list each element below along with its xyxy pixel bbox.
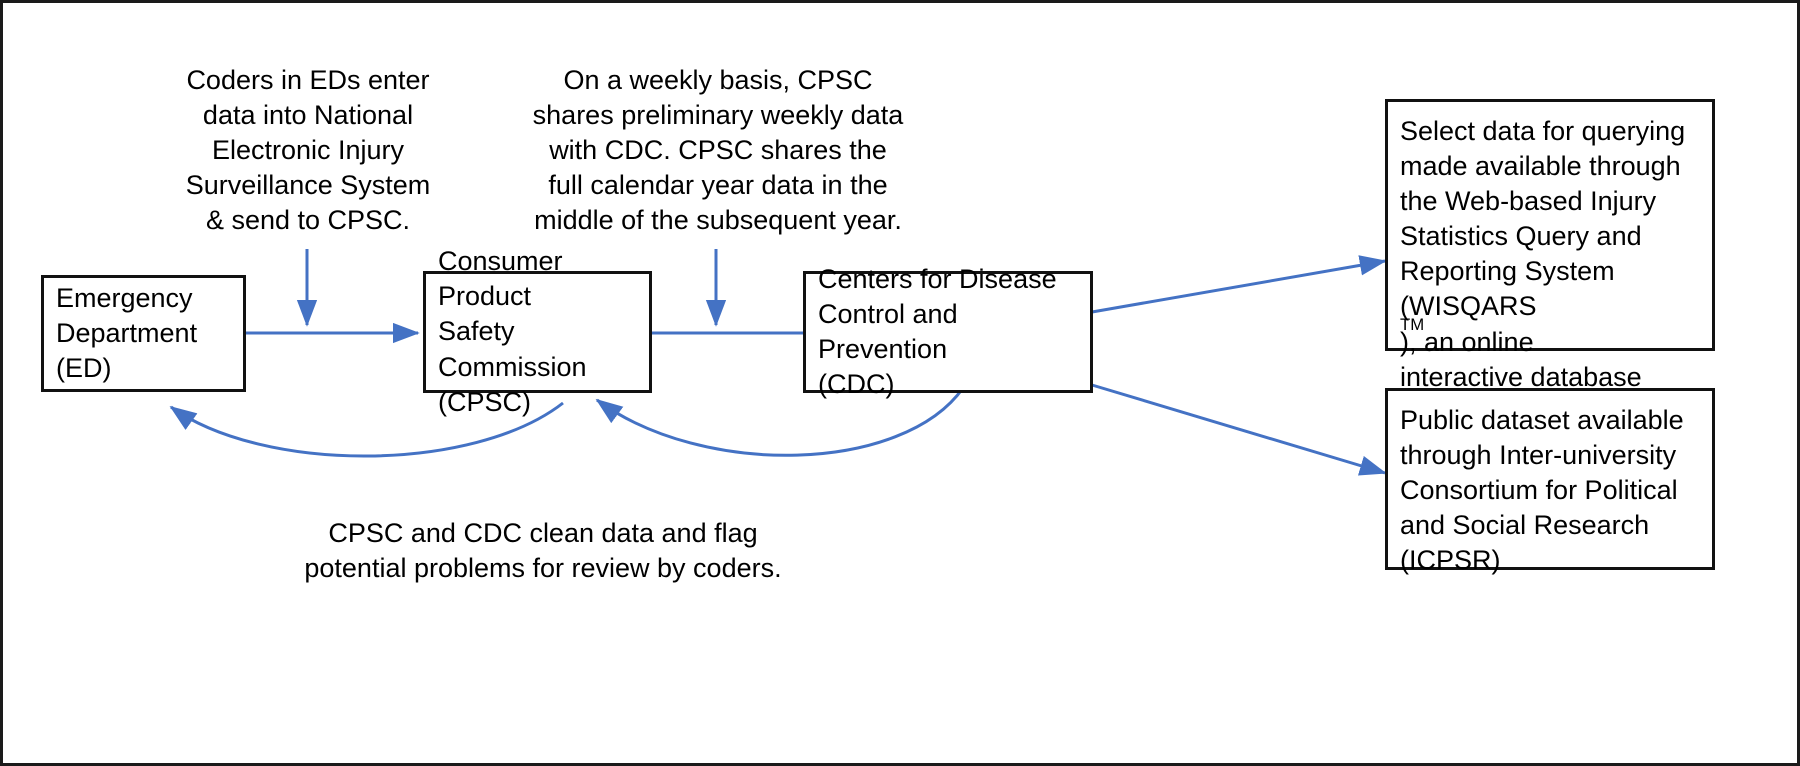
ed-to-cpsc-annotation: Coders in EDs enter data into National E…: [185, 65, 431, 236]
feedback-loop-annotation: CPSC and CDC clean data and flag potenti…: [304, 518, 782, 584]
node-icpsr-output[interactable]: Public dataset available through Inter-u…: [1385, 388, 1715, 575]
node-emergency-department[interactable]: Emergency Department (ED): [41, 275, 246, 392]
cpsc-to-cdc-annotation: On a weekly basis, CPSC shares prelimina…: [532, 65, 904, 236]
arrow-cdc-to-icpsr: [1091, 383, 1387, 476]
arrow-cdc-to-wisqars: [1091, 255, 1387, 314]
node-wisqars-output[interactable]: Select data for querying made available …: [1385, 99, 1715, 392]
wisqars-text-part2: ), an online interactive database: [1400, 326, 1642, 392]
wisqars-text-part1: Select data for querying made available …: [1400, 116, 1686, 322]
node-consumer-product-safety-commission[interactable]: Consumer Product Safety Commission (CPSC…: [423, 246, 652, 417]
node-centers-for-disease-control-and-prevention[interactable]: Centers for Disease Control and Preventi…: [803, 264, 1093, 399]
